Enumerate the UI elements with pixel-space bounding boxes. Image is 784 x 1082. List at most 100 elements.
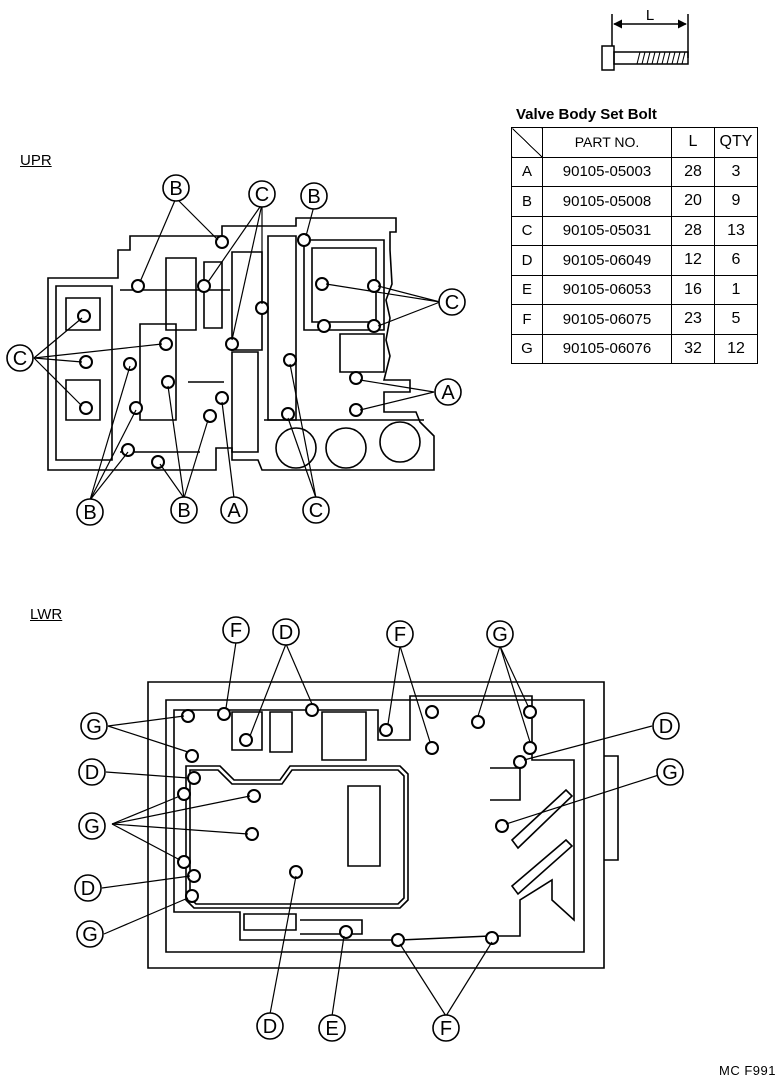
svg-text:B: B	[177, 500, 190, 522]
svg-text:F: F	[440, 1018, 452, 1040]
svg-text:D: D	[279, 622, 293, 644]
svg-text:B: B	[169, 178, 182, 200]
callout-lower-d-left-2: D	[74, 874, 102, 902]
row-letter: D	[511, 245, 543, 276]
table-title: Valve Body Set Bolt	[516, 106, 657, 123]
row-part-no: 90105-05003	[542, 156, 672, 187]
svg-text:C: C	[255, 184, 269, 206]
callout-lower-e-bottom: E	[318, 1014, 346, 1042]
svg-text:F: F	[394, 624, 406, 646]
bolt-length-icon	[601, 14, 689, 71]
callout-lower-f-top-right: F	[386, 620, 414, 648]
lower-leader-lines	[101, 641, 669, 1017]
row-qty: 13	[714, 215, 758, 246]
svg-text:G: G	[82, 924, 98, 946]
upper-section-label: UPR	[20, 152, 52, 169]
callout-lower-d-right-1: D	[652, 712, 680, 740]
callout-upper-c-top: C	[248, 180, 276, 208]
callout-upper-a-right: A	[434, 378, 462, 406]
row-qty: 1	[714, 274, 758, 305]
header-qty: QTY	[714, 127, 758, 158]
svg-text:C: C	[13, 348, 27, 370]
table-corner-cell	[511, 127, 543, 158]
svg-text:G: G	[86, 716, 102, 738]
callout-upper-c-left: C	[6, 344, 34, 372]
upper-valve-body	[47, 217, 435, 471]
row-length: 23	[671, 304, 715, 335]
svg-text:D: D	[659, 716, 673, 738]
svg-text:B: B	[307, 186, 320, 208]
row-qty: 12	[714, 333, 758, 364]
row-part-no: 90105-06075	[542, 304, 672, 335]
svg-text:A: A	[441, 382, 455, 404]
table-row: C 90105-05031 28 13	[511, 215, 758, 246]
svg-text:G: G	[662, 762, 678, 784]
row-part-no: 90105-06076	[542, 333, 672, 364]
header-part-no: PART NO.	[542, 127, 672, 158]
svg-text:F: F	[230, 620, 242, 642]
callout-lower-d-left-1: D	[78, 758, 106, 786]
row-letter: F	[511, 304, 543, 335]
table-header-row: PART NO. L QTY	[511, 127, 758, 158]
row-qty: 5	[714, 304, 758, 335]
table-row: B 90105-05008 20 9	[511, 186, 758, 217]
row-letter: E	[511, 274, 543, 305]
table-row: D 90105-06049 12 6	[511, 245, 758, 276]
row-qty: 9	[714, 186, 758, 217]
svg-text:G: G	[84, 816, 100, 838]
row-qty: 3	[714, 156, 758, 187]
callout-lower-g-top: G	[486, 620, 514, 648]
row-letter: B	[511, 186, 543, 217]
callout-upper-a-bottom: A	[220, 496, 248, 524]
lower-bolt-holes	[177, 703, 537, 947]
row-letter: G	[511, 333, 543, 364]
upper-bolt-holes	[77, 233, 381, 469]
table-row: E 90105-06053 16 1	[511, 274, 758, 305]
header-length: L	[671, 127, 715, 158]
row-length: 20	[671, 186, 715, 217]
callout-lower-g-right: G	[656, 758, 684, 786]
callout-upper-b-top-left: B	[162, 174, 190, 202]
callout-upper-b-bottom-mid: B	[170, 496, 198, 524]
row-qty: 6	[714, 245, 758, 276]
callout-lower-f-bottom: F	[432, 1014, 460, 1042]
callout-lower-g-left-3: G	[76, 920, 104, 948]
callout-lower-g-left-1: G	[80, 712, 108, 740]
table-row: A 90105-05003 28 3	[511, 156, 758, 187]
svg-text:G: G	[492, 624, 508, 646]
row-length: 28	[671, 215, 715, 246]
callout-upper-c-bottom: C	[302, 496, 330, 524]
svg-text:C: C	[445, 292, 459, 314]
callout-lower-g-left-2: G	[78, 812, 106, 840]
bolt-dimension-label: L	[646, 7, 654, 24]
row-part-no: 90105-06049	[542, 245, 672, 276]
table-row: F 90105-06075 23 5	[511, 304, 758, 335]
row-length: 16	[671, 274, 715, 305]
lower-valve-body	[147, 681, 619, 969]
callout-lower-d-bottom: D	[256, 1012, 284, 1040]
callout-lower-d-top: D	[272, 618, 300, 646]
svg-text:D: D	[85, 762, 99, 784]
callout-upper-b-bottom-left: B	[76, 498, 104, 526]
row-part-no: 90105-05031	[542, 215, 672, 246]
svg-text:D: D	[263, 1016, 277, 1038]
lower-section-label: LWR	[30, 606, 63, 623]
callout-lower-f-top-left: F	[222, 616, 250, 644]
svg-text:B: B	[83, 502, 96, 524]
row-length: 32	[671, 333, 715, 364]
row-part-no: 90105-05008	[542, 186, 672, 217]
svg-text:C: C	[309, 500, 323, 522]
svg-text:E: E	[325, 1018, 338, 1040]
row-letter: C	[511, 215, 543, 246]
row-length: 28	[671, 156, 715, 187]
callout-upper-b-top-right: B	[300, 182, 328, 210]
svg-text:D: D	[81, 878, 95, 900]
table-row: G 90105-06076 32 12	[511, 333, 758, 364]
row-letter: A	[511, 156, 543, 187]
svg-text:A: A	[227, 500, 241, 522]
figure-code: MC F991	[719, 1063, 776, 1078]
upper-leader-lines	[33, 197, 441, 501]
row-part-no: 90105-06053	[542, 274, 672, 305]
callout-upper-c-right: C	[438, 288, 466, 316]
